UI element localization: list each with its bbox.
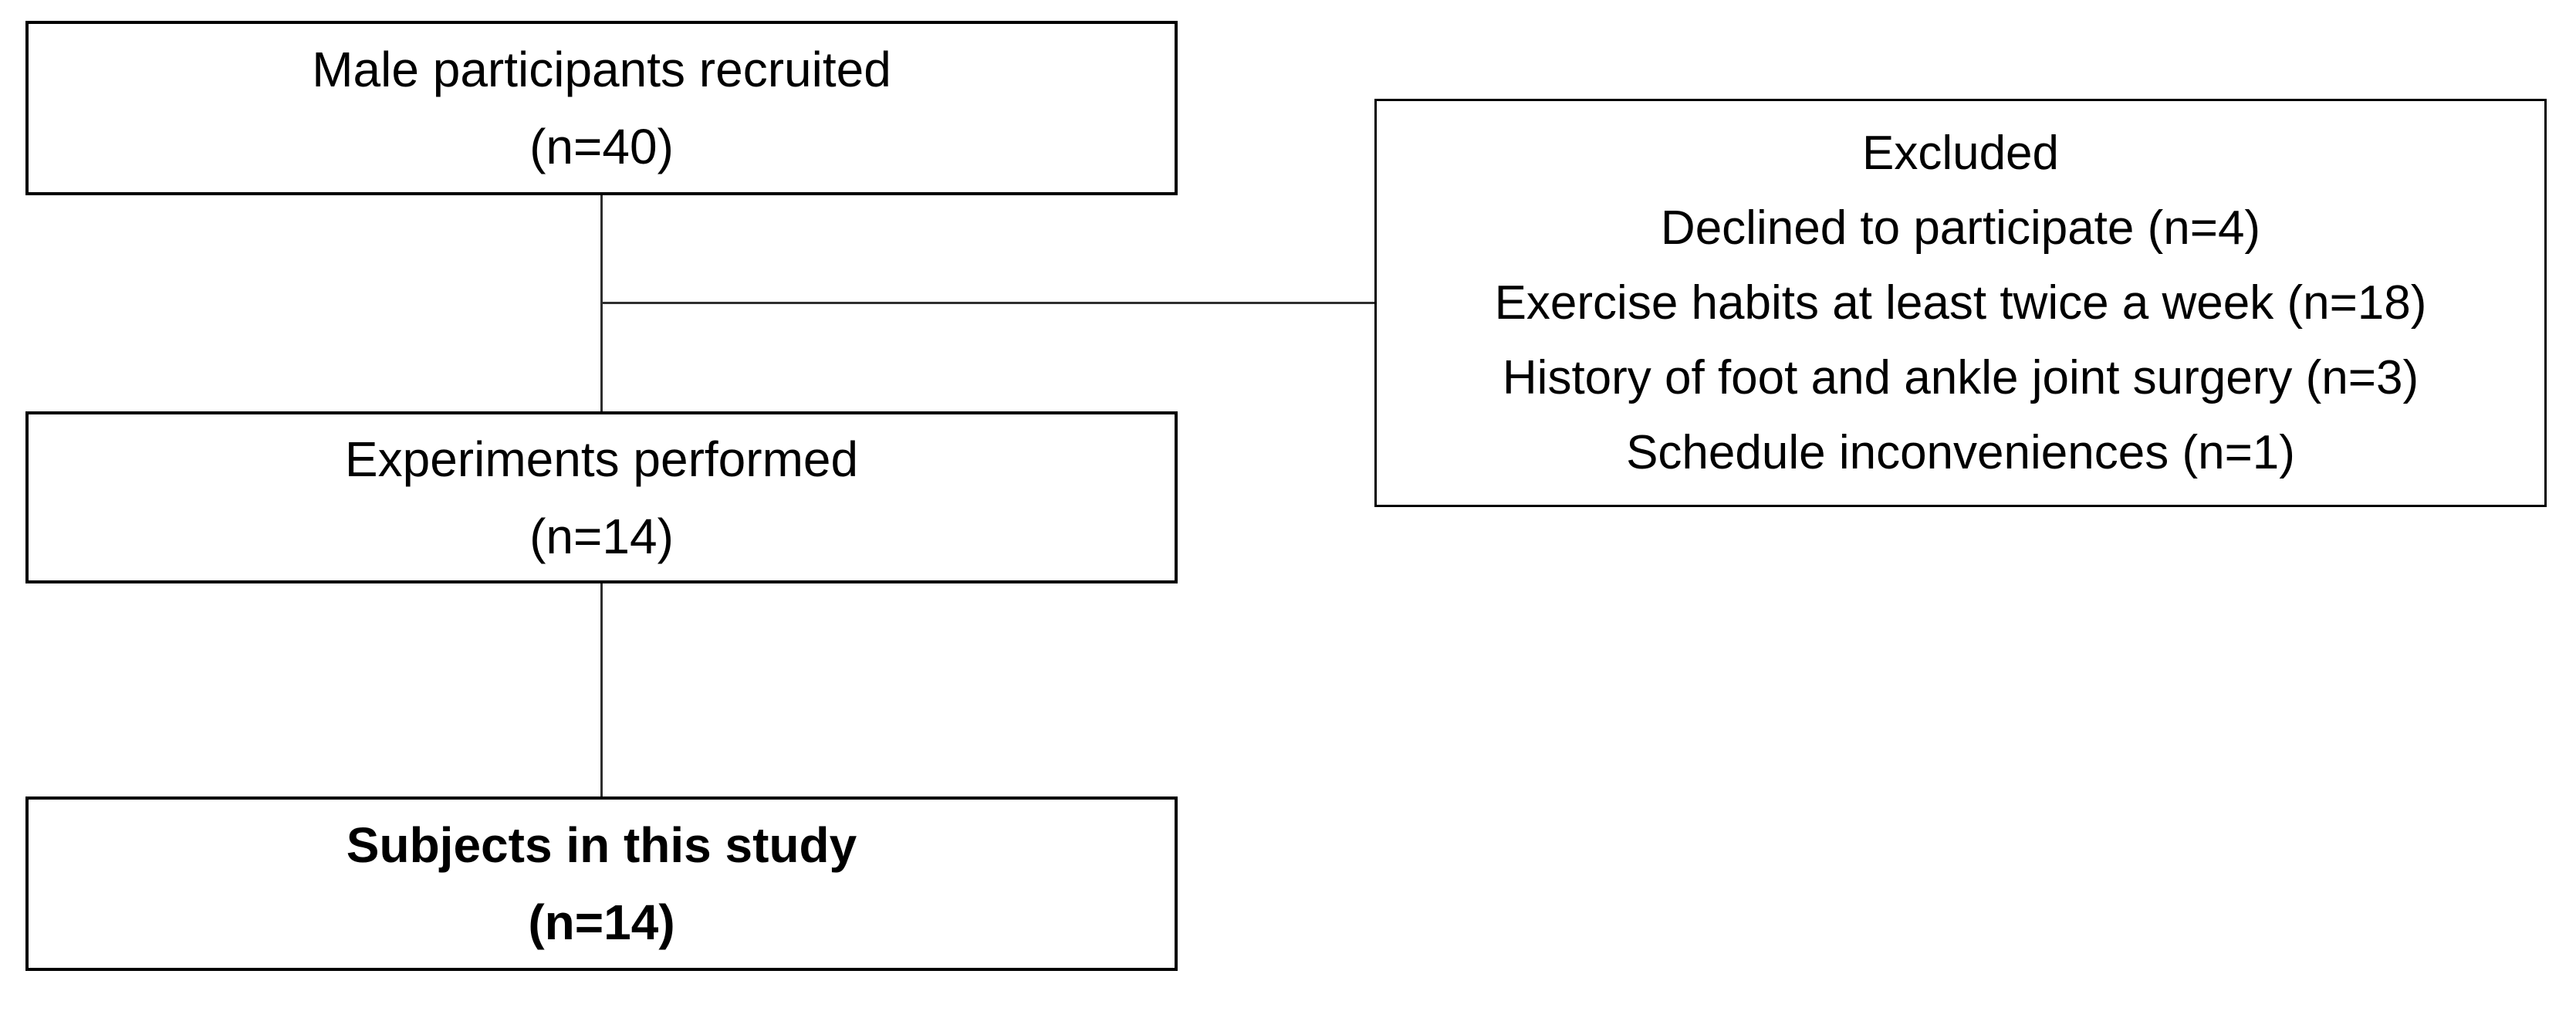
connector-recruited-to-experiments: [600, 195, 603, 411]
node-experiments-label: Experiments performed: [344, 431, 859, 487]
excluded-reason-declined: Declined to participate (n=4): [1660, 201, 2261, 255]
excluded-reason-schedule: Schedule inconveniences (n=1): [1626, 426, 2295, 479]
node-recruited: Male participants recruited (n=40): [25, 21, 1178, 195]
node-recruited-label: Male participants recruited: [312, 42, 891, 97]
excluded-reason-surgery-history: History of foot and ankle joint surgery …: [1502, 351, 2419, 404]
node-excluded: Excluded Declined to participate (n=4) E…: [1374, 99, 2547, 507]
connector-experiments-to-subjects: [600, 583, 603, 796]
excluded-reason-exercise-habits: Exercise habits at least twice a week (n…: [1494, 276, 2427, 330]
connector-branch-to-excluded: [602, 302, 1374, 304]
node-subjects-count: (n=14): [528, 895, 675, 950]
node-subjects: Subjects in this study (n=14): [25, 796, 1178, 971]
node-excluded-title: Excluded: [1861, 127, 2060, 180]
node-experiments-count: (n=14): [529, 508, 674, 564]
node-subjects-label: Subjects in this study: [346, 817, 857, 873]
node-recruited-count: (n=40): [529, 119, 674, 174]
node-experiments: Experiments performed (n=14): [25, 411, 1178, 583]
